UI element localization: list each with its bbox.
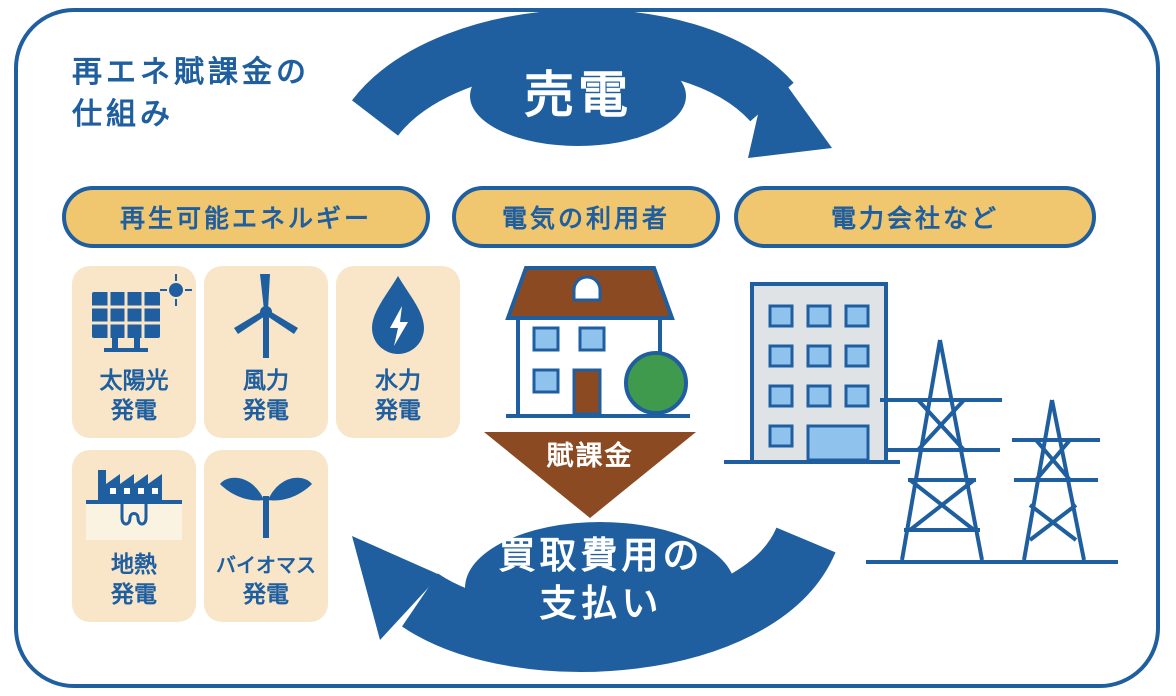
bottom-arrow-label: 買取費用の 支払い [456, 532, 746, 628]
solar-label-line-1: 太陽光 [99, 368, 169, 394]
solar-panel-icon [92, 274, 192, 352]
water-drop-icon [372, 276, 424, 354]
top-arrow-head [748, 62, 832, 158]
biomass-label-line-2: 発電 [243, 582, 289, 608]
bottom-arrow-line-1: 買取費用の [498, 534, 704, 577]
source-tile-solar: 太陽光 発電 [72, 266, 196, 438]
top-arrow-body [351, 9, 794, 137]
bottom-arrow-line-2: 支払い [539, 582, 663, 625]
wind-label-line-1: 風力 [243, 368, 289, 394]
renewable-pill: 再生可能エネルギー [62, 186, 430, 248]
source-tile-wind: 風力 発電 [204, 266, 328, 438]
hydro-label-line-1: 水力 [375, 368, 421, 394]
hydro-label-line-2: 発電 [375, 398, 421, 424]
wind-turbine-icon [234, 274, 298, 358]
title-line-2: 仕組み [72, 97, 174, 132]
diagram-title: 再エネ賦課金の 仕組み [72, 52, 310, 136]
user-pill: 電気の利用者 [452, 186, 720, 248]
down-arrow [484, 432, 696, 518]
top-arrow-label: 売電 [524, 66, 632, 124]
bottom-arrow-head [352, 536, 440, 640]
biomass-label-line-1: バイオマス [216, 553, 316, 577]
sprout-icon [220, 477, 312, 538]
factory-icon [86, 470, 182, 540]
solar-label-line-2: 発電 [111, 398, 157, 424]
house-icon [505, 266, 690, 418]
hydro-label: 水力 発電 [336, 366, 460, 426]
source-tile-geothermal: 地熱 発電 [72, 450, 196, 622]
wind-label: 風力 発電 [204, 366, 328, 426]
top-arrow-cloud [470, 46, 686, 146]
down-arrow-label: 賦課金 [546, 441, 634, 472]
bottom-arrow-cloud [465, 522, 735, 654]
source-tile-biomass: バイオマス 発電 [204, 450, 328, 622]
company-pill: 電力会社など [734, 186, 1096, 248]
power-tower-small-icon [1012, 399, 1100, 561]
tree-icon [624, 351, 688, 416]
geothermal-label: 地熱 発電 [72, 550, 196, 610]
geothermal-label-line-1: 地熱 [111, 552, 157, 578]
title-line-1: 再エネ賦課金の [72, 55, 310, 90]
power-tower-large-icon [880, 339, 1002, 561]
geothermal-label-line-2: 発電 [111, 582, 157, 608]
wind-label-line-2: 発電 [243, 398, 289, 424]
biomass-label: バイオマス 発電 [204, 550, 328, 610]
building-icon [724, 282, 900, 464]
solar-label: 太陽光 発電 [72, 366, 196, 426]
source-tile-hydro: 水力 発電 [336, 266, 460, 438]
